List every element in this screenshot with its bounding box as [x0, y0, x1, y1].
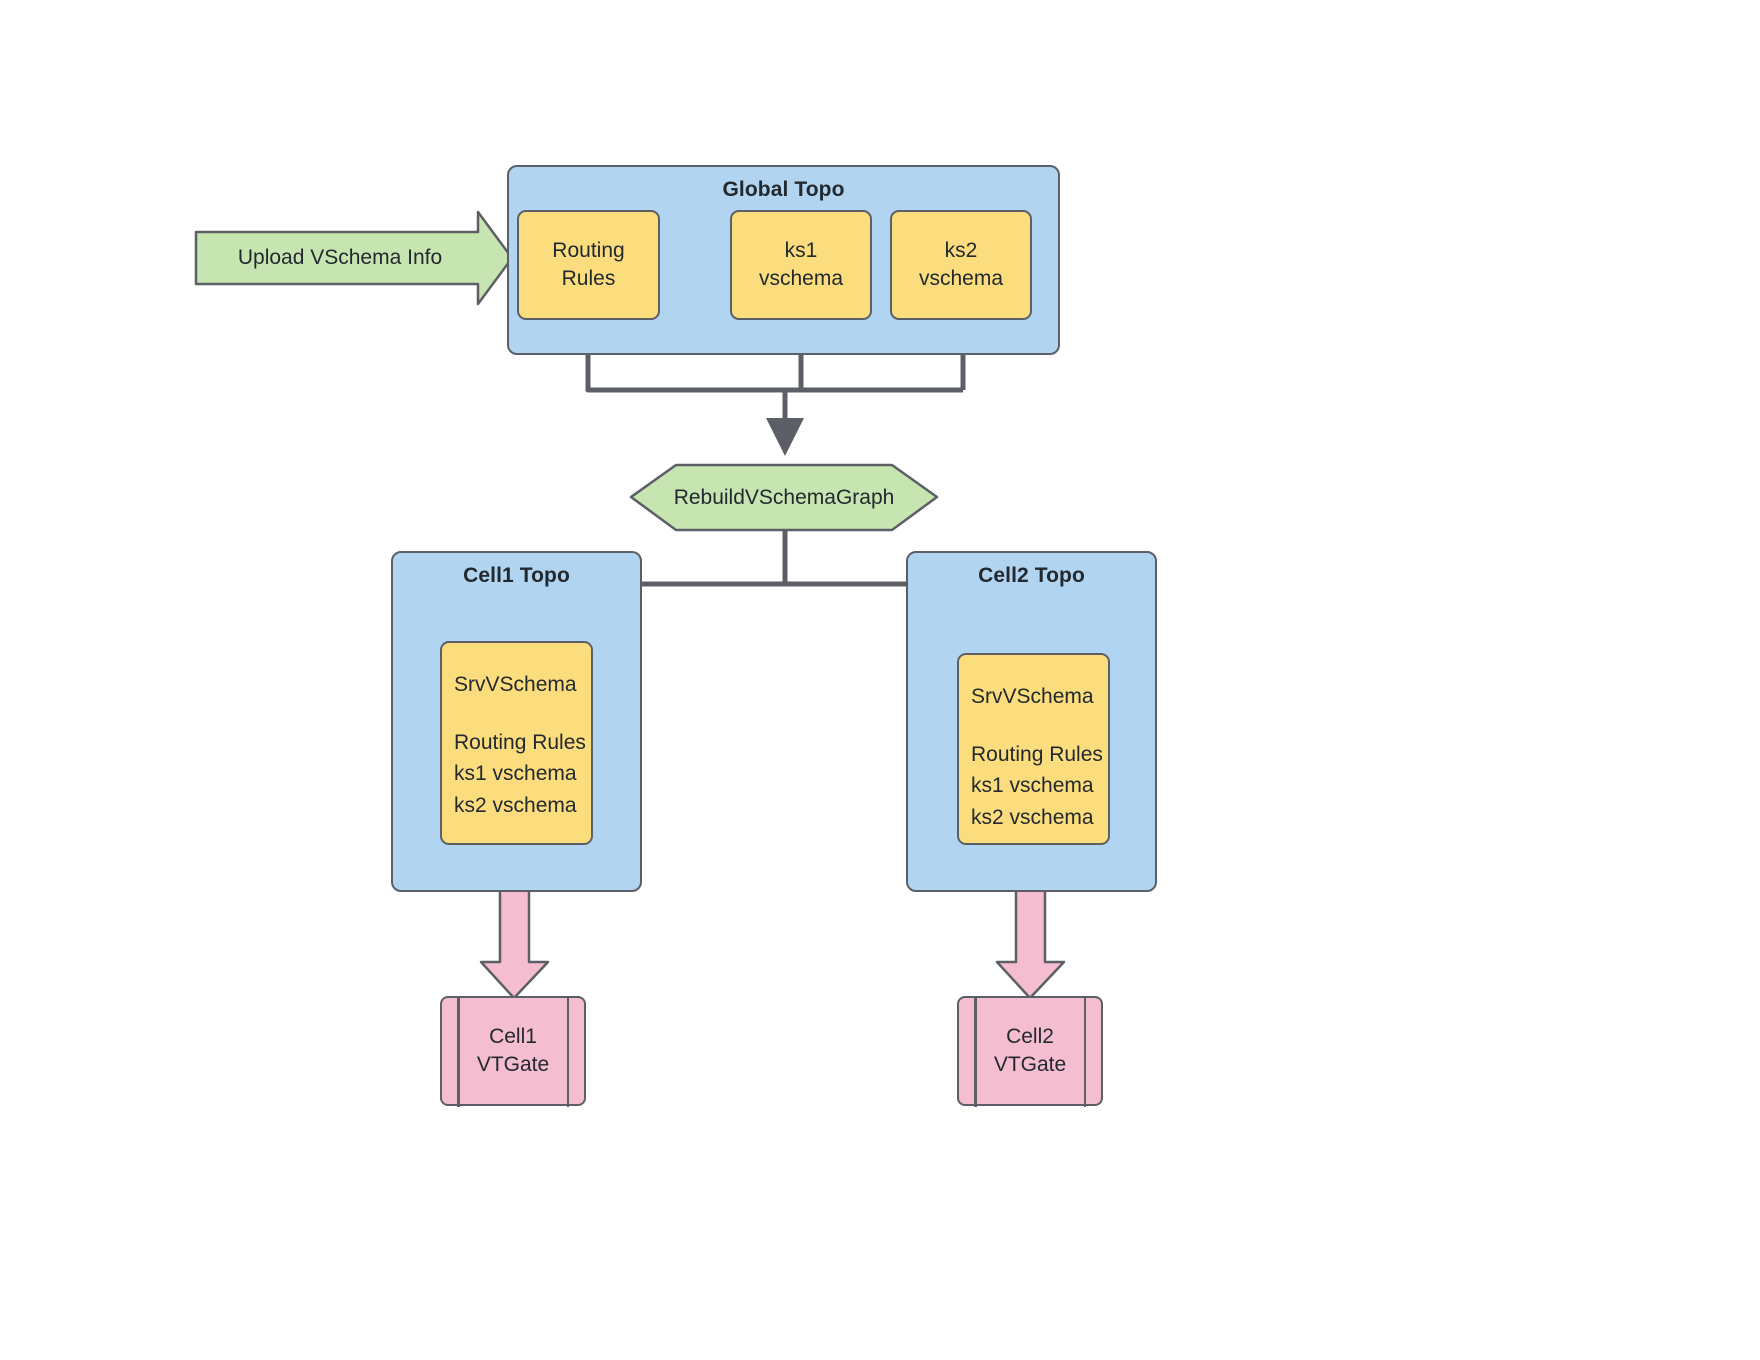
upload-vschema-arrow-label: Upload VSchema Info — [237, 246, 443, 269]
ks1-line1: ks1 — [784, 238, 818, 262]
global-topo-title: Global Topo — [722, 178, 845, 201]
cell2-vtgate-text: Cell2 VTGate — [994, 1023, 1066, 1080]
cell2-vtgate-box[interactable]: Cell2 VTGate — [957, 995, 1103, 1107]
routing-rules-line2: Rules — [561, 267, 616, 290]
cell2-srv-item-ks1-vschema: ks1 vschema — [971, 774, 1094, 797]
global-ks2-vschema-text: ks2 vschema — [919, 237, 1003, 294]
cell2-srvvschema-text: SrvVSchema Routing Rules ks1 vschema ks2… — [971, 681, 1103, 833]
cell1-srvvschema-text: SrvVSchema Routing Rules ks1 vschema ks2… — [454, 669, 586, 821]
ks1-line2: vschema — [758, 267, 844, 290]
cell2-vtgate-line1: Cell2 — [1006, 1024, 1054, 1048]
ks2-line1: ks2 — [944, 238, 978, 262]
routing-rules-line1: Routing — [552, 238, 625, 262]
cell1-vtgate-line1: Cell1 — [489, 1024, 537, 1048]
cell1-vtgate-text: Cell1 VTGate — [477, 1023, 549, 1080]
global-routing-rules-box[interactable]: Routing Rules — [517, 210, 660, 320]
cell1-srv-item-ks2-vschema: ks2 vschema — [454, 793, 577, 817]
global-ks1-vschema-box[interactable]: ks1 vschema — [730, 210, 872, 320]
cell2-srvvschema-box[interactable]: SrvVSchema Routing Rules ks1 vschema ks2… — [957, 653, 1110, 845]
cell2-srv-item-ks2-vschema: ks2 vschema — [971, 805, 1094, 829]
cell2-vtgate-line2: VTGate — [993, 1053, 1067, 1076]
cell1-srvvschema-box[interactable]: SrvVSchema Routing Rules ks1 vschema ks2… — [440, 641, 593, 845]
ks2-line2: vschema — [918, 267, 1004, 290]
cell1-srv-item-routing-rules: Routing Rules — [454, 730, 586, 754]
cell1-vtgate-line2: VTGate — [476, 1053, 550, 1076]
cell2-srv-item-routing-rules: Routing Rules — [971, 742, 1103, 766]
cell1-srvvschema-heading: SrvVSchema — [454, 673, 577, 696]
cell1-topo-title: Cell1 Topo — [463, 564, 570, 587]
cell1-vtgate-box[interactable]: Cell1 VTGate — [440, 995, 586, 1107]
global-routing-rules-text: Routing Rules — [552, 237, 624, 294]
cell2-srvvschema-heading: SrvVSchema — [971, 685, 1094, 708]
global-ks2-vschema-box[interactable]: ks2 vschema — [890, 210, 1032, 320]
rebuild-vschema-graph-label: RebuildVSchemaGraph — [673, 485, 895, 509]
global-ks1-vschema-text: ks1 vschema — [759, 237, 843, 294]
cell2-topo-title: Cell2 Topo — [978, 564, 1085, 587]
cell1-srv-item-ks1-vschema: ks1 vschema — [454, 762, 577, 785]
